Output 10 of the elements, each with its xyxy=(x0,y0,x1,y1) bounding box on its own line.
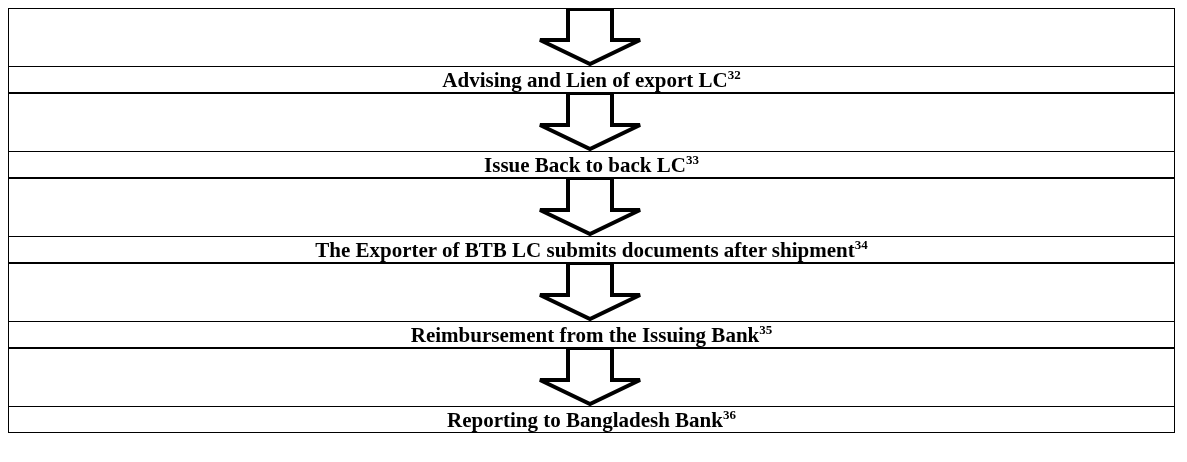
step-text: Reimbursement from the Issuing Bank$^{35}$ xyxy=(410,321,773,348)
step-text: The Exporter of BTB LC submits documents after shipment$^{34}$ xyxy=(315,236,868,263)
step-text: Issue Back to back LC$^{33}$ xyxy=(484,151,699,178)
step-row xyxy=(8,406,1175,433)
step-row xyxy=(8,236,1175,263)
step-row xyxy=(8,321,1175,348)
step-text: Reporting to Bangladesh Bank$^{36}$ xyxy=(447,406,736,433)
step-row xyxy=(8,66,1175,93)
step-text: Advising and Lien of export LC$^{32}$ xyxy=(442,66,741,93)
step-row xyxy=(8,151,1175,178)
